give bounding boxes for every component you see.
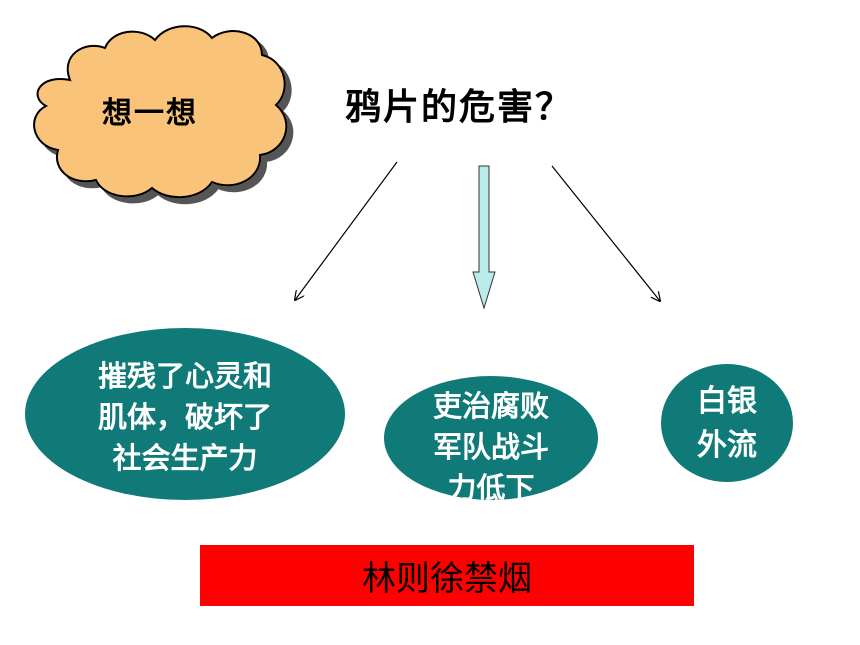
effect-bubble-health: 摧残了心灵和 肌体，破坏了 社会生产力 <box>25 328 345 500</box>
cloud-shape <box>33 25 288 199</box>
arrow-right <box>551 165 660 301</box>
effect-bubble-corruption: 吏治腐败 军队战斗 力低下 <box>384 376 598 500</box>
effect-text-health: 摧残了心灵和 肌体，破坏了 社会生产力 <box>97 359 272 475</box>
banner-text: 林则徐禁烟 <box>362 559 532 599</box>
effect-text-silver: 白银 外流 <box>697 384 757 463</box>
cloud-label: 想一想 <box>102 96 198 131</box>
effect-text-corruption: 吏治腐败 军队战斗 力低下 <box>432 389 549 500</box>
arrow-center <box>472 165 496 310</box>
question-title: 鸦片的危害？ <box>345 86 574 128</box>
effect-bubble-silver: 白银 外流 <box>661 364 793 482</box>
banner-lin-zexu: 林则徐禁烟 <box>200 545 694 606</box>
arrow-left <box>295 161 398 300</box>
